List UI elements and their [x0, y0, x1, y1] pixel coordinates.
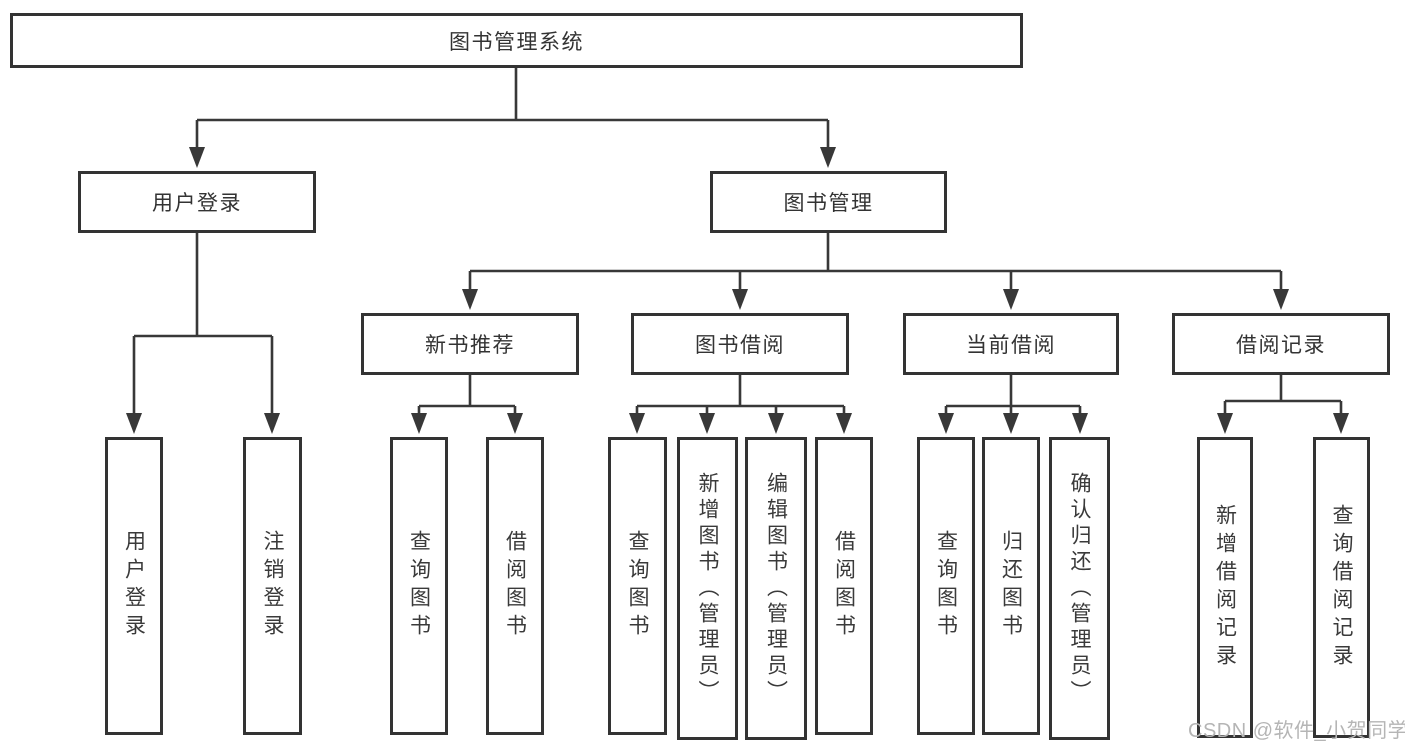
leaf-label: 查询借阅记录: [1330, 503, 1353, 672]
node-book-management: 图书管理: [710, 171, 947, 233]
leaf-recommend-borrow-books: 借阅图书: [486, 437, 544, 735]
leaf-label: 归还图书: [999, 530, 1023, 642]
leaf-current-query-books: 查询图书: [917, 437, 975, 735]
leaf-add-borrow-record: 新增借阅记录: [1197, 437, 1253, 738]
leaf-label: 用户登录: [122, 530, 146, 642]
csdn-watermark: CSDN @软件_小贺同学: [1188, 720, 1405, 742]
leaf-label: 查询图书: [934, 530, 958, 642]
node-label: 新书推荐: [425, 334, 515, 357]
leaf-label: 新增图书（管理员）: [696, 471, 719, 706]
leaf-label: 确认归还（管理员）: [1068, 471, 1091, 706]
leaf-user-login: 用户登录: [105, 437, 163, 735]
leaf-label: 借阅图书: [832, 530, 856, 642]
node-label: 用户登录: [152, 192, 242, 215]
leaf-add-book-admin: 新增图书（管理员）: [677, 437, 738, 740]
leaf-borrow-query-books: 查询图书: [608, 437, 667, 735]
leaf-label: 借阅图书: [503, 530, 527, 642]
leaf-recommend-query-books: 查询图书: [390, 437, 448, 735]
leaf-label: 查询图书: [407, 530, 431, 642]
node-book-borrow: 图书借阅: [631, 313, 849, 375]
node-label: 借阅记录: [1236, 334, 1326, 357]
node-current-borrow: 当前借阅: [903, 313, 1119, 375]
leaf-return-books: 归还图书: [982, 437, 1040, 735]
leaf-label: 编辑图书（管理员）: [764, 471, 788, 706]
leaf-logout: 注销登录: [243, 437, 302, 735]
leaf-edit-book-admin: 编辑图书（管理员）: [745, 437, 807, 740]
leaf-label: 新增借阅记录: [1213, 503, 1237, 672]
node-user-login: 用户登录: [78, 171, 316, 233]
node-label: 当前借阅: [966, 334, 1056, 357]
node-label: 图书借阅: [695, 334, 785, 357]
node-label: 图书管理系统: [449, 30, 584, 54]
node-borrow-records: 借阅记录: [1172, 313, 1390, 375]
leaf-query-borrow-record: 查询借阅记录: [1313, 437, 1370, 738]
node-library-system: 图书管理系统: [10, 13, 1023, 68]
node-label: 图书管理: [783, 192, 874, 215]
node-new-book-recommend: 新书推荐: [361, 313, 579, 375]
leaf-borrow-borrow-books: 借阅图书: [815, 437, 873, 735]
arrowheads: [126, 147, 1349, 434]
leaf-label: 查询图书: [626, 530, 649, 642]
leaf-label: 注销登录: [261, 530, 284, 642]
leaf-confirm-return-admin: 确认归还（管理员）: [1049, 437, 1110, 740]
